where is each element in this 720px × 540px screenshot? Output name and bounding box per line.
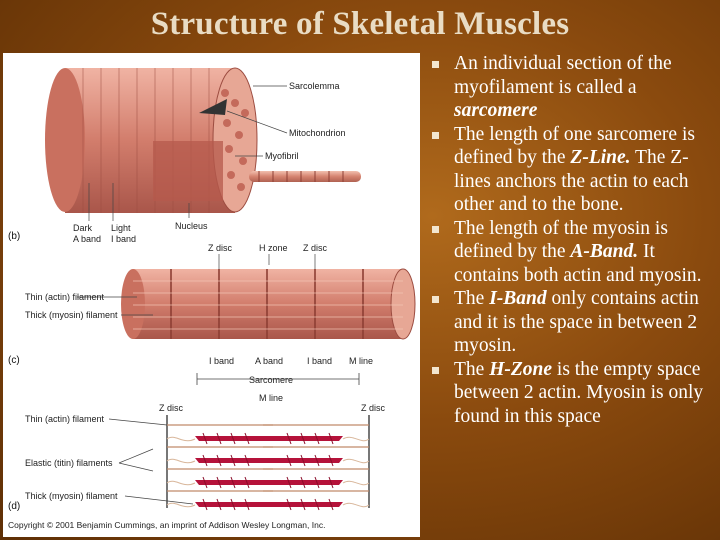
bullet-marker (432, 366, 439, 374)
copyright-note: Copyright © 2001 Benjamin Cummings, an i… (8, 520, 325, 530)
bullet-marker (432, 61, 439, 68)
label-i-band-b: I band (111, 234, 136, 244)
bullet-item-3: The length of the myosin is defined by t… (430, 217, 715, 288)
bullet-item-4: The I-Band only contains actin and it is… (430, 287, 715, 358)
label-thin-actin-d: Thin (actin) filament (25, 414, 105, 424)
label-myofibril: Myofibril (265, 151, 299, 161)
label-thick-myosin-c: Thick (myosin) filament (25, 310, 118, 320)
label-thick-myosin-d: Thick (myosin) filament (25, 491, 118, 501)
label-m-line-d: M line (259, 393, 283, 403)
cutaway-myofibrils (153, 141, 223, 201)
bullet-item-2: The length of one sarcomere is defined b… (430, 123, 715, 217)
label-sarcolemma: Sarcolemma (289, 81, 340, 91)
bullet-item-1: An individual section of the myofilament… (430, 52, 715, 123)
myosin-filaments (195, 436, 343, 507)
muscle-diagram: Sarcolemma Mitochondrion Myofibril Dark … (8, 67, 416, 530)
label-h-zone: H zone (259, 243, 288, 253)
myofibril-cross-section (390, 268, 416, 340)
myofibril-end (121, 269, 145, 339)
panel-letter-d: (d) (8, 501, 20, 512)
mitochondrion-shape (199, 99, 227, 115)
label-mitochondrion: Mitochondrion (289, 128, 346, 138)
panel-b: Sarcolemma Mitochondrion Myofibril Dark … (8, 67, 361, 244)
label-dark: Dark (73, 223, 93, 233)
panel-letter-b: (b) (8, 231, 20, 242)
bullet-marker (432, 296, 439, 303)
bullet-item-5: The H-Zone is the empty space between 2 … (430, 358, 715, 429)
label-light: Light (111, 223, 131, 233)
label-a-band-c: A band (255, 356, 283, 366)
label-i-band-c2: I band (307, 356, 332, 366)
label-nucleus: Nucleus (175, 221, 208, 231)
label-thin-actin-c: Thin (actin) filament (25, 292, 105, 302)
label-a-band-b: A band (73, 234, 101, 244)
bullet-list: An individual section of the myofilament… (430, 52, 715, 428)
label-m-line-c: M line (349, 356, 373, 366)
label-i-band-c1: I band (209, 356, 234, 366)
label-z-disc-c2: Z disc (303, 243, 328, 253)
term-sarcomere: sarcomere (454, 100, 538, 121)
label-z-disc-c1: Z disc (208, 243, 233, 253)
label-sarcomere: Sarcomere (249, 375, 293, 385)
muscle-figure: Sarcolemma Mitochondrion Myofibril Dark … (3, 53, 420, 537)
label-elastic-titin: Elastic (titin) filaments (25, 458, 113, 468)
myofibril-strand (249, 171, 361, 182)
term-z-line: Z-Line. (570, 147, 631, 168)
term-h-zone: H-Zone (489, 358, 553, 380)
panel-letter-c: (c) (8, 355, 20, 366)
label-z-disc-d2: Z disc (361, 403, 386, 413)
muscle-fiber-end (45, 68, 85, 212)
slide-title: Structure of Skeletal Muscles (150, 6, 570, 42)
term-i-band: I-Band (489, 288, 547, 309)
bullet-marker (432, 131, 439, 139)
label-z-disc-d1: Z disc (159, 403, 184, 413)
panel-d: Z disc Z disc (8, 403, 386, 512)
term-a-band: A-Band. (570, 241, 639, 262)
panel-c: Z disc H zone Z disc Thin (actin) filame… (8, 243, 416, 403)
bullet-marker (432, 225, 439, 233)
